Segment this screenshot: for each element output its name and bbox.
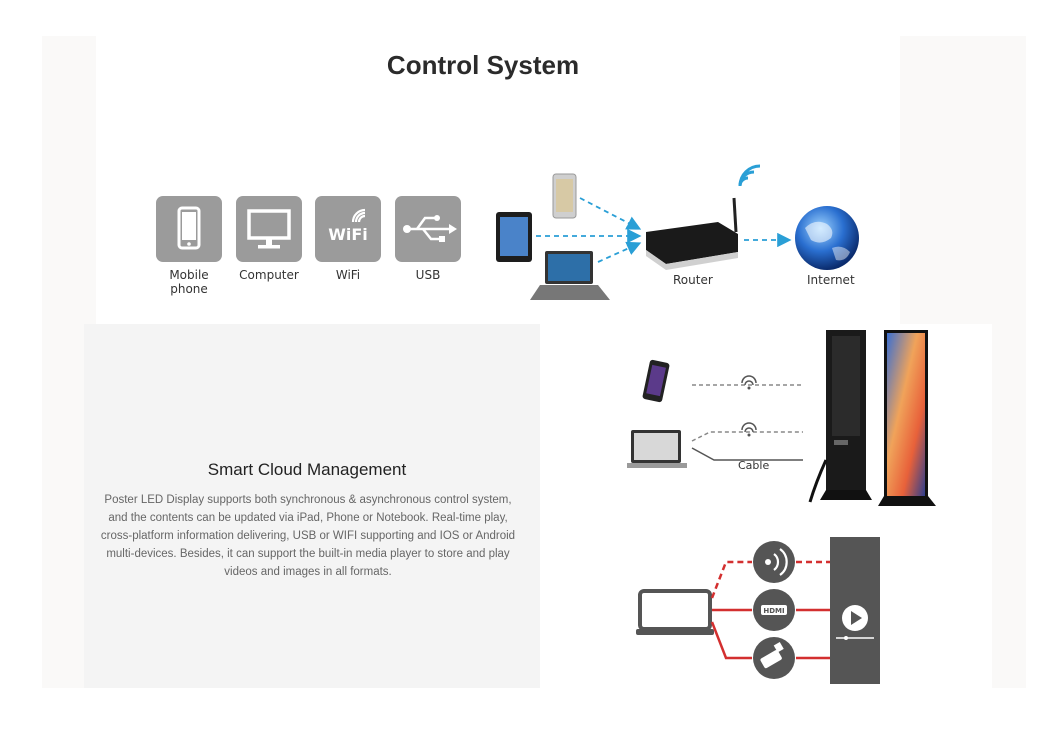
usb-stick-circle-icon	[753, 637, 795, 679]
wifi-symbol-icon-2	[741, 422, 757, 437]
phone-to-router-arrow	[579, 197, 642, 230]
internet-label: Internet	[807, 273, 855, 287]
page-title: Control System	[386, 50, 580, 80]
laptop-device	[530, 251, 610, 300]
mobile-phone-tile	[156, 196, 222, 262]
tablet-device	[496, 212, 532, 262]
wireless-circle-icon	[753, 541, 795, 583]
router-label: Router	[673, 273, 713, 287]
cable-line	[691, 447, 803, 461]
usb-connection-line	[710, 621, 752, 660]
hdmi-circle-icon: HDMI	[753, 589, 795, 631]
wifi-label: WiFi	[335, 268, 361, 282]
wifi-symbol-icon-1	[741, 375, 757, 390]
laptop-to-router-arrow	[597, 241, 642, 263]
section-title: Smart Cloud Management	[207, 460, 407, 479]
wifi-signal-icon	[738, 164, 761, 187]
poster-display-back	[808, 330, 872, 503]
cable-label: Cable	[738, 459, 770, 472]
internet-globe-icon	[795, 206, 859, 270]
section-body: Poster LED Display supports both synchro…	[100, 494, 516, 578]
usb-icon	[403, 215, 457, 242]
wifi-icon: WiFi	[328, 208, 368, 244]
smartphone-device	[552, 173, 577, 219]
laptop-device-2	[627, 430, 687, 468]
wireless-connection-line	[710, 560, 752, 599]
mobile-phone-icon	[177, 206, 201, 250]
laptop-outline-icon	[636, 589, 714, 635]
usb-tile	[395, 196, 461, 262]
usb-label: USB	[415, 268, 441, 282]
poster-display-front	[878, 330, 936, 506]
computer-tile	[236, 196, 302, 262]
wifi-tile: WiFi	[315, 196, 381, 262]
mobile-phone-label: Mobile phone	[169, 268, 209, 296]
phone-device-2	[642, 359, 670, 403]
computer-label: Computer	[239, 268, 299, 282]
laptop-wifi-line	[691, 431, 803, 442]
smart-cloud-panel	[84, 324, 540, 688]
media-player-box	[830, 537, 880, 684]
hdmi-text: HDMI	[763, 607, 784, 615]
wifi-logo-text: WiFi	[328, 225, 368, 244]
router-device	[646, 197, 738, 270]
computer-monitor-icon	[247, 209, 291, 249]
control-system-panel	[96, 36, 900, 324]
